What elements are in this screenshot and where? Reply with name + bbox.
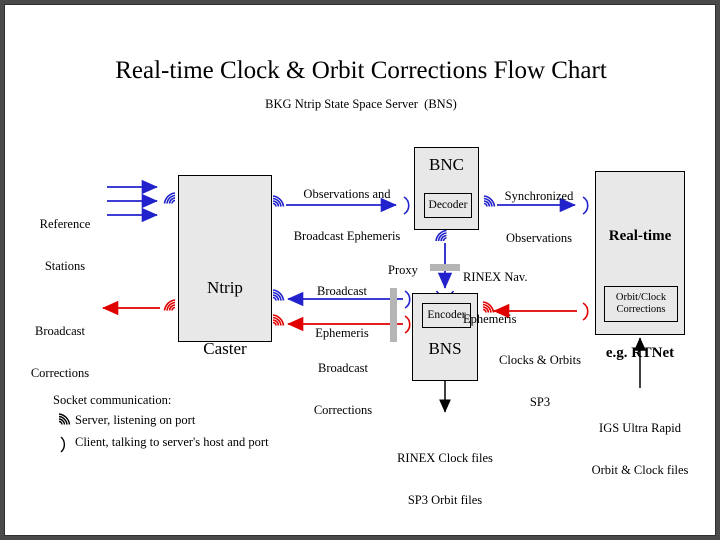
legend-server-label: Server, listening on port [75,413,196,427]
engine-orbit-clock-subbox[interactable]: Orbit/Clock Corrections [604,286,678,322]
label-igs-ultra-rapid: IGS Ultra Rapid Orbit & Clock files [570,393,710,505]
diagram-canvas: Real-time Clock & Orbit Corrections Flow… [4,4,716,536]
page-title: Real-time Clock & Orbit Corrections Flow… [115,57,607,84]
client-icon-bns-left-corr [404,315,411,334]
label-rinex-clock-line2: SP3 Orbit files [407,493,483,507]
bns-title: BNS [428,339,462,358]
label-broadcast-ephemeris: Broadcast Ephemeris [300,256,384,368]
label-igs-line1: IGS Ultra Rapid [599,421,681,435]
node-bns[interactable]: Encoder BNS [412,293,478,381]
proxy-label: Proxy [388,263,418,277]
label-rinex-nav-line2: Ephemeris [463,312,517,326]
bnc-decoder-subbox[interactable]: Decoder [424,193,472,218]
proxy-bar-caster-link [390,288,397,342]
arrow-reference-stations [107,179,158,223]
label-bc-out-line2: Corrections [30,366,90,380]
label-bc-out-line1: Broadcast [35,324,85,338]
node-bnc[interactable]: BNC Decoder [414,147,479,230]
ntrip-caster-label: Ntrip Caster [179,240,271,396]
bnc-title: BNC [429,155,464,174]
label-rinex-clock-files: RINEX Clock files SP3 Orbit files [375,423,515,535]
label-clocks-and-orbits: Clocks & Orbits SP3 [487,325,593,437]
bns-encoder-subbox[interactable]: Encoder [422,303,471,328]
node-realtime-engine[interactable]: Real-time Engine e.g. RTNet Orbit/Clock … [595,171,685,361]
legend-client-label: Client, talking to server's host and por… [75,435,269,449]
bns-encoder-label: Encoder [427,309,466,322]
label-observations-and-ephemeris: Observations and Broadcast Ephemeris [277,159,417,271]
label-reference-stations-line2: Stations [44,259,86,273]
ntrip-caster-line1: Ntrip [207,278,243,298]
page-subtitle: BKG Ntrip State Space Server (BNS) [265,97,457,111]
label-synchronized-observations: Synchronized Observations [484,161,594,273]
label-bc-in-line2: Corrections [313,403,373,417]
label-sync-line2: Observations [506,231,572,245]
label-be-line2: Ephemeris [315,326,369,340]
bnc-decoder-label: Decoder [428,199,468,212]
client-icon-engine-left-corr [582,302,589,321]
node-ntrip-caster[interactable]: Ntrip Caster [178,175,272,358]
engine-sub-line2: Corrections [616,304,666,315]
label-reference-stations: Reference Stations [23,189,107,301]
server-icon-caster-left [163,192,176,204]
server-icon-bns-top [435,229,447,242]
label-igs-line2: Orbit & Clock files [591,463,689,477]
label-be-line1: Broadcast [317,284,367,298]
label-obs-line1: Observations and [303,187,391,201]
legend: Socket communication: Server, listening … [53,393,353,454]
label-bc-in-line1: Broadcast [318,361,368,375]
label-rinex-clock-line1: RINEX Clock files [397,451,493,465]
label-rinex-nav-ephemeris: RINEX Nav. Ephemeris [463,242,527,354]
server-icon-caster-right-corr [272,314,285,326]
label-sync-line1: Synchronized [504,189,574,203]
ntrip-caster-line2: Caster [203,339,247,359]
label-broadcast-corrections-in: Broadcast Corrections [298,333,388,445]
label-clocks-line2: SP3 [529,395,551,409]
engine-sub-line1: Orbit/Clock [615,292,667,304]
engine-line1: Real-time [608,228,672,244]
label-clocks-line1: Clocks & Orbits [499,353,581,367]
legend-heading: Socket communication: [53,393,172,407]
client-icon-bns-left-eph [404,290,411,309]
label-rinex-nav-line1: RINEX Nav. [463,270,528,284]
label-reference-stations-line1: Reference [39,217,91,231]
server-icon-caster-right-eph [272,289,285,301]
label-broadcast-corrections-out: Broadcast Corrections [15,296,105,408]
label-obs-line2: Broadcast Ephemeris [293,229,401,243]
proxy-bar-vertical-link [430,264,460,271]
server-icon-caster-left-red [163,299,176,311]
engine-line3: e.g. RTNet [605,345,675,361]
